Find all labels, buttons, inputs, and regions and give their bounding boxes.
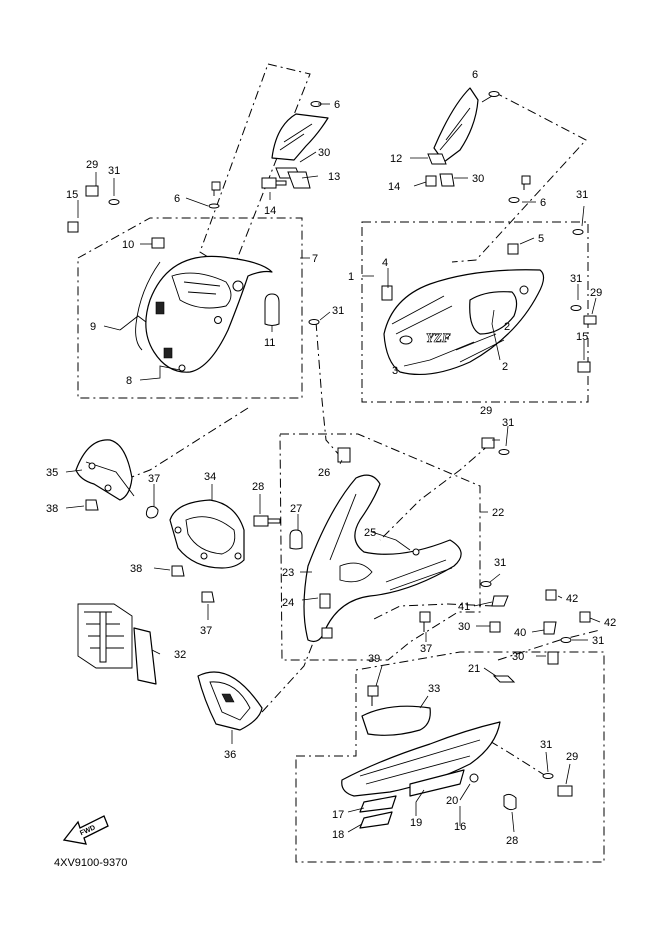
callout-27: 27 (290, 503, 302, 515)
callout-29: 29 (86, 159, 98, 171)
callout-19: 19 (410, 817, 422, 829)
part-right-upper-bracket (425, 87, 531, 203)
callout-4: 4 (382, 257, 388, 269)
callout-22: 22 (492, 507, 504, 519)
callout-23: 23 (282, 567, 294, 579)
callout-26: 26 (318, 467, 330, 479)
part-32-duct (77, 603, 157, 685)
callout-2: 2 (502, 361, 508, 373)
callout-25: 25 (364, 527, 376, 539)
callout-24: 24 (282, 597, 294, 609)
callout-35: 35 (46, 467, 58, 479)
callout-29: 29 (566, 751, 578, 763)
callout-29: 29 (590, 287, 602, 299)
callout-29: 29 (480, 405, 492, 417)
callout-30: 30 (472, 173, 484, 185)
callout-labels: 6 30 13 14 6 10 31 29 15 7 9 8 11 31 6 1… (46, 69, 616, 847)
callout-6: 6 (472, 69, 478, 81)
callout-31: 31 (108, 165, 120, 177)
callout-1: 1 (348, 271, 354, 283)
callout-32: 32 (174, 649, 186, 661)
model-logo: YZF (426, 330, 451, 345)
lead-21-to-42 (497, 629, 601, 661)
part-upper-bracket (261, 101, 329, 189)
part-34-cover (169, 499, 245, 603)
callout-42: 42 (566, 593, 578, 605)
callout-31: 31 (502, 417, 514, 429)
callout-31: 31 (332, 305, 344, 317)
callout-11: 11 (264, 337, 275, 349)
callout-31: 31 (540, 739, 552, 751)
callout-9: 9 (90, 321, 96, 333)
callout-30: 30 (318, 147, 330, 159)
callout-17: 17 (332, 809, 344, 821)
callout-5: 5 (538, 233, 544, 245)
lead-31-to-16 (487, 739, 547, 777)
part-22-lower-cowling (253, 447, 462, 643)
callout-37: 37 (420, 643, 432, 655)
lead-29-to-25 (379, 443, 491, 541)
part-36-grille (197, 671, 263, 731)
callout-33: 33 (428, 683, 440, 695)
callout-20: 20 (446, 795, 458, 807)
callout-16: 16 (454, 821, 466, 833)
callout-14: 14 (388, 181, 400, 193)
callout-28: 28 (252, 481, 264, 493)
callout-7: 7 (312, 253, 318, 265)
callout-41: 41 (458, 601, 470, 613)
group-1-boundary (361, 221, 589, 403)
leader-lines (65, 95, 601, 833)
part-16-under-cowl (341, 675, 517, 829)
callout-18: 18 (332, 829, 344, 841)
callout-3: 3 (392, 365, 398, 377)
lead-7-to-35 (123, 407, 249, 481)
callout-31: 31 (592, 635, 604, 647)
right-hardware (67, 185, 597, 797)
group-22-boundary (279, 433, 481, 661)
callout-37: 37 (148, 473, 160, 485)
callout-42: 42 (604, 617, 616, 629)
callout-6: 6 (174, 193, 180, 205)
callout-31: 31 (570, 273, 582, 285)
group-right-bracket-leader (451, 91, 587, 263)
callout-39: 39 (368, 653, 380, 665)
callout-36: 36 (224, 749, 236, 761)
callout-38: 38 (46, 503, 58, 515)
callout-31: 31 (576, 189, 588, 201)
callout-37: 37 (200, 625, 212, 637)
callout-28: 28 (506, 835, 518, 847)
fwd-arrow-icon: FWD (62, 815, 109, 845)
group-7-boundary (77, 217, 303, 399)
lead-31-to-26 (315, 321, 341, 457)
callout-21: 21 (468, 663, 480, 675)
callout-12: 12 (390, 153, 402, 165)
diagram-code: 4XV9100-9370 (54, 857, 127, 869)
callout-10: 10 (122, 239, 134, 251)
callout-30: 30 (458, 621, 470, 633)
callout-14: 14 (264, 205, 276, 217)
callout-13: 13 (328, 171, 340, 183)
callout-2: 2 (504, 321, 510, 333)
callout-6: 6 (540, 197, 546, 209)
group-16-boundary (295, 651, 605, 863)
callout-40: 40 (514, 627, 526, 639)
callout-34: 34 (204, 471, 216, 483)
callout-8: 8 (126, 375, 132, 387)
callout-30: 30 (512, 651, 524, 663)
part-35-bracket (75, 439, 159, 519)
lead-41-to-25 (371, 603, 495, 621)
part-1-side-cowling: YZF (381, 243, 545, 376)
callout-6: 6 (334, 99, 340, 111)
callout-15: 15 (576, 331, 588, 343)
callout-31: 31 (494, 557, 506, 569)
part-7-front-cowling (119, 181, 280, 373)
callout-38: 38 (130, 563, 142, 575)
callout-15: 15 (66, 189, 78, 201)
